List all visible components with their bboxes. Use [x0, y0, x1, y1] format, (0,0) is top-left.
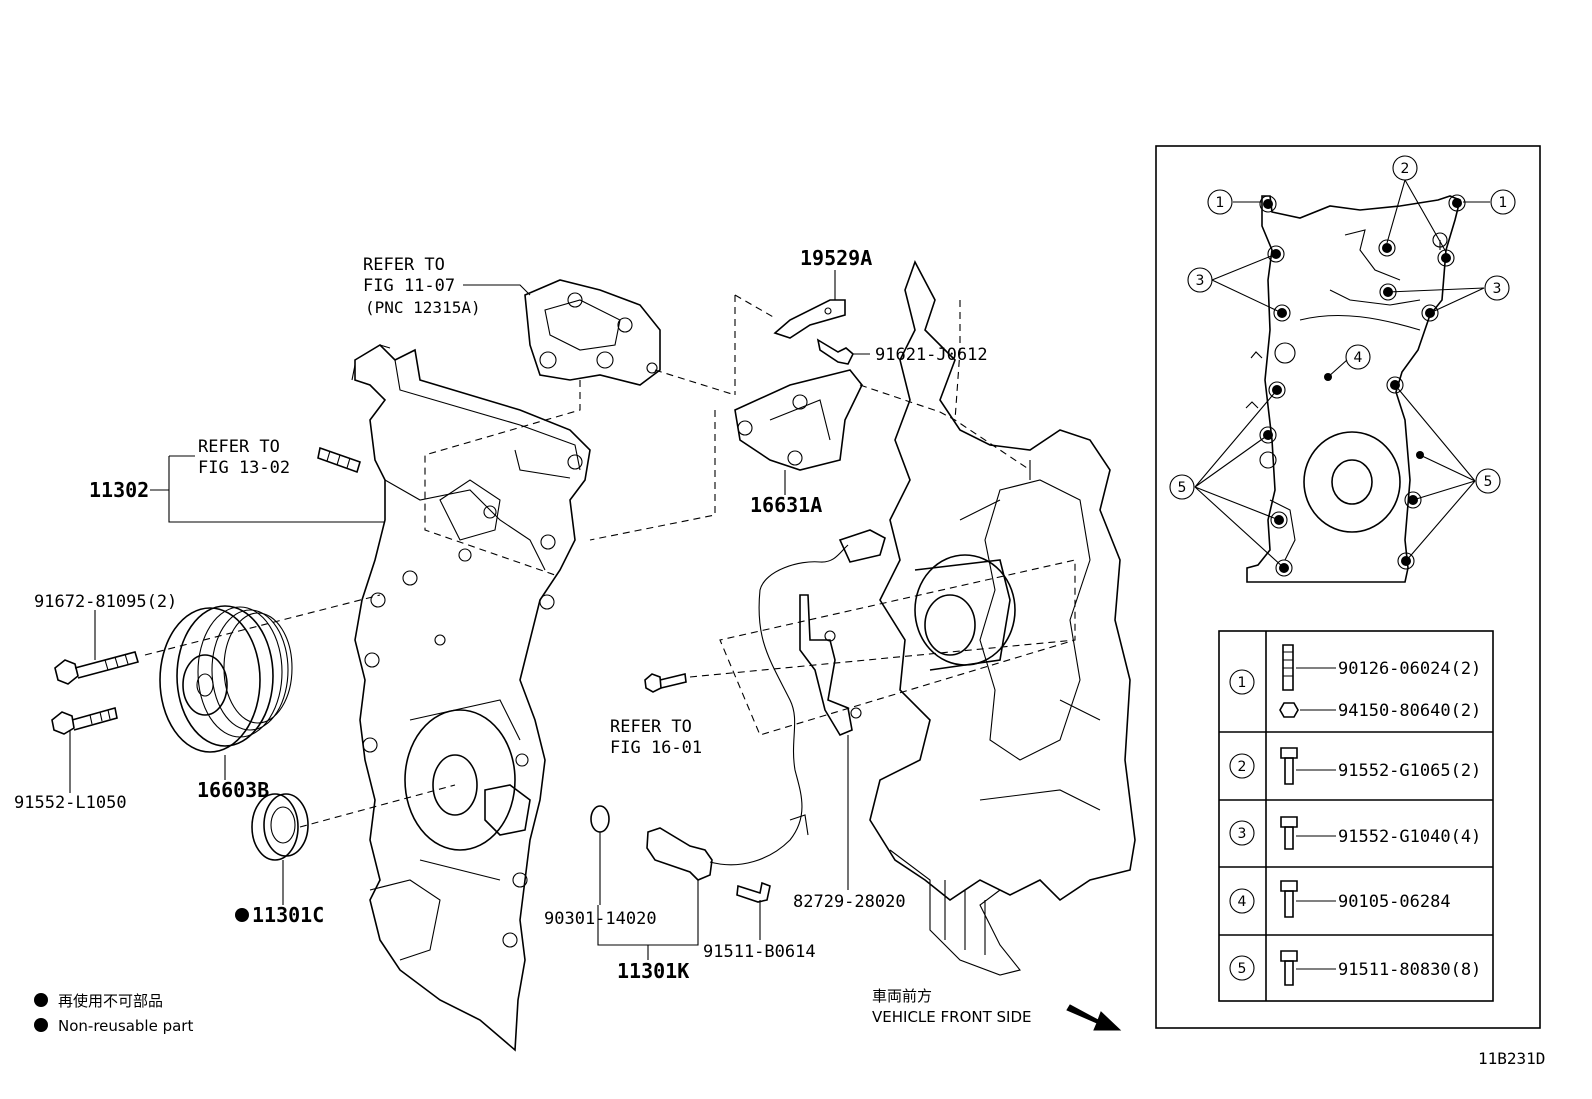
- bolt-table-row-1-no: 1: [1238, 675, 1247, 691]
- bolt-91552-l1050-illustration: [51, 706, 118, 735]
- inset-bolt-dots: [1259, 194, 1466, 577]
- ref-fig-13-02-line2: FIG 13-02: [198, 458, 290, 478]
- label-11301c: 11301C: [252, 903, 324, 927]
- bolt-table-row-1-part-1: 90126-06024(2): [1338, 659, 1481, 679]
- bolt-table-row-3-no: 3: [1238, 826, 1247, 842]
- bolt-table-row-5-part-1: 91511-80830(8): [1338, 960, 1481, 980]
- crank-position-sensor-illustration: [646, 529, 886, 881]
- bolt-table: 1 90126-06024(2) 94150-80640(2) 2 91552-…: [1218, 630, 1494, 1002]
- label-19529a: 19529A: [800, 246, 872, 270]
- label-11301k: 11301K: [617, 959, 689, 983]
- o-ring-illustration: [590, 805, 610, 833]
- bolt-table-row-2: 2 91552-G1065(2): [1229, 747, 1481, 785]
- label-16603b: 16603B: [197, 778, 269, 802]
- bolt-table-row-4: 4 90105-06284: [1229, 880, 1451, 918]
- bolt-location-inset: 1 1 2 3 3 4 5 5 1: [1155, 145, 1541, 1029]
- bolt-91621-illustration: [816, 338, 854, 365]
- bolt-table-row-3-part-1: 91552-G1040(4): [1338, 827, 1481, 847]
- ref-fig-11-07-line1: REFER TO: [363, 255, 445, 275]
- inset-marker-1-right: 1: [1499, 195, 1508, 211]
- engine-mount-bracket-illustration: [524, 279, 661, 386]
- ref-fig-16-01-line1: REFER TO: [610, 717, 692, 737]
- inset-markers: 1 1 2 3 3 4 5 5: [1169, 155, 1516, 500]
- bolt-91511-b0614-illustration: [736, 881, 771, 903]
- inset-marker-3-right: 3: [1493, 281, 1502, 297]
- engine-block-illustration: [869, 260, 1136, 976]
- label-91552-l1050: 91552-L1050: [14, 793, 127, 813]
- label-91621: 91621-J0612: [875, 345, 988, 365]
- bolt-91672-illustration: [54, 651, 140, 685]
- ref-fig-16-01-line2: FIG 16-01: [610, 738, 702, 758]
- ref-fig-11-07-line2: FIG 11-07: [363, 276, 455, 296]
- vehicle-front-en: VEHICLE FRONT SIDE: [872, 1008, 1032, 1026]
- legend-bullet-en: [34, 1018, 48, 1032]
- bolt-table-row-3: 3 91552-G1040(4): [1229, 816, 1481, 850]
- inset-marker-3-left: 3: [1196, 273, 1205, 289]
- label-91511-b0614: 91511-B0614: [703, 942, 816, 962]
- vehicle-front-jp: 車両前方: [872, 987, 932, 1005]
- inset-marker-1-left: 1: [1216, 195, 1225, 211]
- bolt-table-row-1: 1 90126-06024(2) 94150-80640(2): [1229, 644, 1481, 721]
- timing-cover-parts-diagram: 11302 16603B 11301C 19529A 16631A 11301K…: [14, 145, 1545, 1068]
- bolt-table-row-2-part-1: 91552-G1065(2): [1338, 761, 1481, 781]
- label-91672: 91672-81095(2): [34, 592, 177, 612]
- diagram-code: 11B231D: [1478, 1049, 1545, 1068]
- inset-marker-4: 4: [1354, 350, 1363, 366]
- assembly-dashed-lines: [144, 294, 1076, 828]
- leader-lines: [69, 270, 870, 960]
- legend-en: Non-reusable part: [58, 1017, 193, 1035]
- inset-cover-outline: [1245, 195, 1461, 583]
- bolt-table-row-4-no: 4: [1238, 894, 1247, 910]
- stud-bolt-illustration: [317, 446, 361, 474]
- inset-marker-leaders: [1194, 179, 1490, 569]
- harness-clamp-illustration: [799, 594, 862, 737]
- inset-marker-5-left: 5: [1178, 480, 1187, 496]
- bolt-table-row-4-part-1: 90105-06284: [1338, 892, 1451, 912]
- inset-marker-2: 2: [1401, 161, 1410, 177]
- label-16631a: 16631A: [750, 493, 822, 517]
- bracket-19529a-illustration: [773, 299, 846, 339]
- non-reusable-marker: [235, 908, 249, 922]
- bolt-table-row-2-no: 2: [1238, 759, 1247, 775]
- bolt-table-row-5: 5 91511-80830(8): [1229, 950, 1481, 986]
- vehicle-front-arrow: [1066, 1004, 1122, 1031]
- legend-bullet-jp: [34, 993, 48, 1007]
- bolt-fig-16-01-illustration: [644, 673, 687, 693]
- part-labels: 11302 16603B 11301C 19529A 16631A 11301K…: [14, 246, 1545, 1068]
- crankshaft-pulley-illustration: [159, 605, 293, 753]
- timing-chain-cover-illustration: [351, 343, 591, 1052]
- label-11302: 11302: [89, 478, 149, 502]
- label-82729: 82729-28020: [793, 892, 906, 912]
- label-90301: 90301-14020: [544, 909, 657, 929]
- legend-jp: 再使用不可部品: [58, 992, 163, 1010]
- ref-fig-11-07-line3: (PNC 12315A): [365, 298, 481, 317]
- inset-marker-5-right: 5: [1484, 474, 1493, 490]
- bracket-16631a-illustration: [734, 369, 863, 471]
- ref-fig-13-02-line1: REFER TO: [198, 437, 280, 457]
- bolt-table-row-1-part-2: 94150-80640(2): [1338, 701, 1481, 721]
- oil-seal-illustration: [251, 793, 309, 861]
- bolt-table-row-5-no: 5: [1238, 961, 1247, 977]
- legend: 再使用不可部品 Non-reusable part: [34, 992, 193, 1035]
